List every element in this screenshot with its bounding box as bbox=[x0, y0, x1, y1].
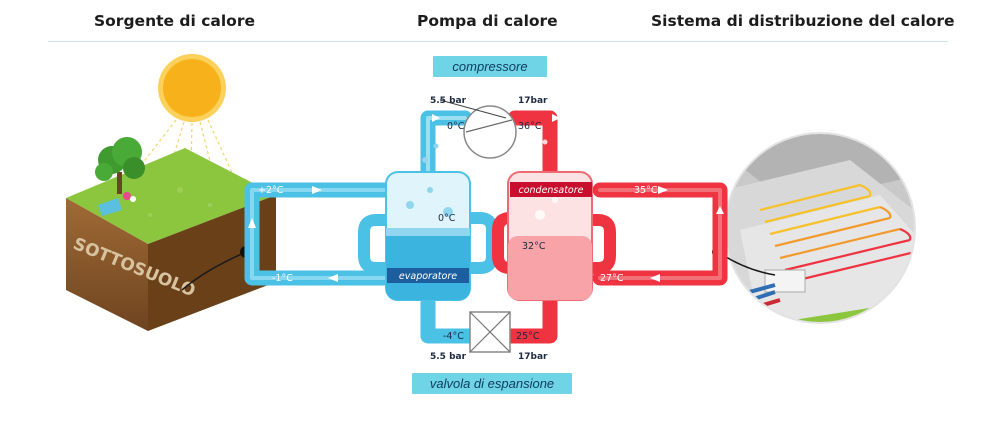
pressure-top-left: 5.5 bar bbox=[430, 96, 467, 106]
temp-floor-out: 35°C bbox=[634, 185, 658, 196]
temp-ground-out: +2°C bbox=[258, 185, 284, 196]
temp-valve-in: 25°C bbox=[516, 331, 540, 342]
deck-chair-icon bbox=[98, 192, 136, 216]
compressor-icon bbox=[439, 99, 517, 159]
expansion-valve-icon bbox=[469, 311, 511, 353]
temp-valve-out: -4°C bbox=[443, 331, 464, 342]
temp-compressor-in: 0°C bbox=[447, 121, 465, 132]
tree-icon bbox=[95, 137, 145, 194]
temp-floor-in: 27°C bbox=[600, 273, 624, 284]
pressure-top-right: 17bar bbox=[518, 96, 548, 106]
ground-block bbox=[66, 148, 276, 331]
compressor-tag: compressore bbox=[433, 56, 547, 77]
floor-heating-illustration bbox=[725, 133, 915, 323]
header-heat-source: Sorgente di calore bbox=[94, 12, 255, 30]
flow-arrows bbox=[248, 114, 724, 282]
evaporator-label: evaporatore bbox=[399, 271, 457, 282]
header-heat-pump: Pompa di calore bbox=[417, 12, 558, 30]
condenser-vessel bbox=[507, 139, 593, 301]
header-heat-distribution: Sistema di distribuzione del calore bbox=[651, 12, 955, 30]
header-divider bbox=[48, 41, 948, 42]
pressure-bottom-left: 5.5 bar bbox=[430, 352, 467, 362]
pressure-bottom-right: 17bar bbox=[518, 352, 548, 362]
expansion-valve-tag: valvola di espansione bbox=[412, 373, 572, 394]
temp-compressor-out: 36°C bbox=[518, 121, 542, 132]
temp-evaporator-coil: 0°C bbox=[438, 213, 456, 224]
temp-condenser-coil: 32°C bbox=[522, 241, 546, 252]
condenser-tag bbox=[510, 182, 592, 197]
temp-ground-in: -1°C bbox=[272, 273, 293, 284]
ground-probe-line bbox=[181, 251, 247, 291]
evaporator-tag bbox=[387, 268, 469, 283]
condenser-label: condensatore bbox=[518, 185, 583, 196]
